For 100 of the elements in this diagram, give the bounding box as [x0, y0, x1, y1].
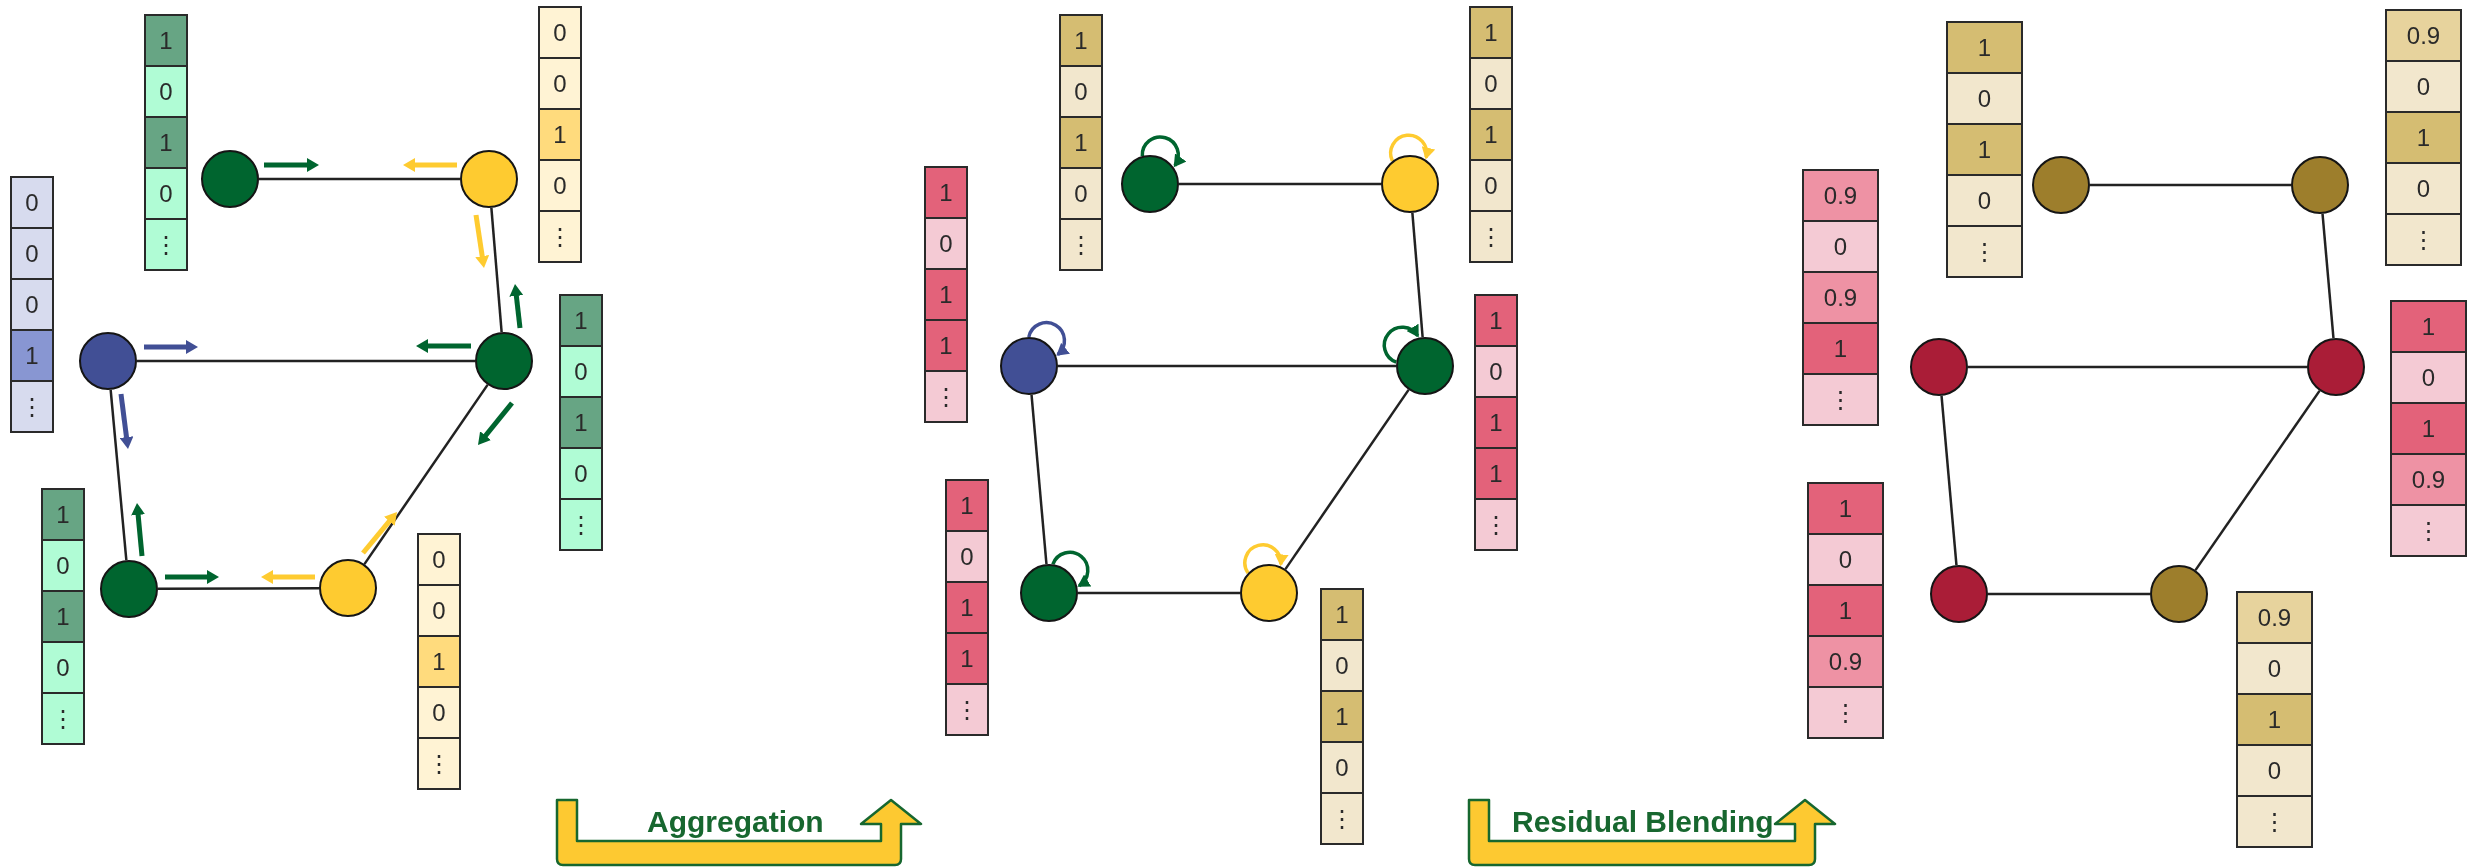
- self-loop-arrow: [1243, 543, 1288, 574]
- vector-cell: 1: [1474, 396, 1518, 449]
- vector-cell: 0: [417, 584, 461, 637]
- process-arrow: [1469, 800, 1839, 865]
- vector-cell: 1: [559, 294, 603, 347]
- graph-node: [79, 332, 137, 390]
- vector-cell: ⋮: [1469, 210, 1513, 263]
- graph-node: [2150, 565, 2208, 623]
- vector-cell: 1: [1802, 322, 1879, 375]
- vector-cell: 1: [1946, 123, 2023, 176]
- vector-cell: 0: [559, 345, 603, 398]
- vector-cell: 0: [1946, 174, 2023, 227]
- vector-cell: 0: [538, 6, 582, 59]
- vector-cell: ⋮: [538, 210, 582, 263]
- graph-edge: [1078, 591, 1240, 595]
- vector-cell: 0: [924, 217, 968, 270]
- vector-cell: 0.9: [1807, 635, 1884, 688]
- vector-cell: ⋮: [2390, 504, 2467, 557]
- graph-node: [2032, 156, 2090, 214]
- graph-edge: [2090, 183, 2291, 187]
- vector-cell: ⋮: [2236, 795, 2313, 848]
- vector-cell: 0.9: [2385, 9, 2462, 62]
- graph-node: [460, 150, 518, 208]
- vector-cell: ⋮: [559, 498, 603, 551]
- vector-cell: 1: [41, 488, 85, 541]
- vector-cell: 0: [41, 641, 85, 694]
- vector-cell: 1: [1469, 6, 1513, 59]
- vector-cell: 1: [1474, 447, 1518, 500]
- vector-cell: 1: [2385, 111, 2462, 164]
- graph-edge: [1940, 395, 1958, 566]
- vector-cell: ⋮: [1946, 225, 2023, 278]
- vector-cell: 0: [2236, 642, 2313, 695]
- vector-cell: 0: [1320, 741, 1364, 794]
- vector-cell: 1: [1946, 21, 2023, 74]
- graph-edge: [490, 207, 503, 333]
- vector-cell: ⋮: [144, 218, 188, 271]
- vector-cell: ⋮: [2385, 213, 2462, 266]
- self-loop-arrow: [1027, 320, 1070, 356]
- vector-cell: 0: [1807, 533, 1884, 586]
- vector-cell: 0: [2390, 351, 2467, 404]
- vector-cell: 0: [1469, 159, 1513, 212]
- graph-edge: [1968, 365, 2307, 369]
- self-loop-arrow: [1388, 133, 1435, 162]
- graph-node: [1240, 564, 1298, 622]
- graph-edge: [137, 359, 475, 363]
- vector-cell: 0: [2385, 162, 2462, 215]
- vector-cell: 0: [1059, 167, 1103, 220]
- vector-cell: 1: [945, 632, 989, 685]
- vector-cell: 0: [945, 530, 989, 583]
- vector-cell: ⋮: [1320, 792, 1364, 845]
- vector-cell: 1: [1059, 116, 1103, 169]
- self-loop-arrow: [1382, 323, 1420, 364]
- vector-cell: 1: [1474, 294, 1518, 347]
- vector-cell: 0.9: [1802, 271, 1879, 324]
- vector-cell: 1: [144, 14, 188, 67]
- vector-cell: 0.9: [1802, 169, 1879, 222]
- self-loop-arrow: [1051, 550, 1092, 588]
- vector-cell: 0.9: [2236, 591, 2313, 644]
- graph-edge: [2194, 390, 2321, 571]
- vector-cell: 0: [1474, 345, 1518, 398]
- vector-cell: 0: [2236, 744, 2313, 797]
- vector-cell: 0: [1802, 220, 1879, 273]
- graph-edge: [1988, 592, 2150, 596]
- vector-cell: 1: [945, 581, 989, 634]
- vector-cell: 0: [1320, 639, 1364, 692]
- vector-cell: ⋮: [1807, 686, 1884, 739]
- vector-cell: 1: [1059, 14, 1103, 67]
- graph-edge: [1411, 212, 1424, 338]
- vector-cell: 1: [2390, 300, 2467, 353]
- vector-cell: 1: [559, 396, 603, 449]
- graph-node: [1396, 337, 1454, 395]
- vector-cell: ⋮: [41, 692, 85, 745]
- vector-cell: 0: [2385, 60, 2462, 113]
- graph-edge: [1058, 364, 1396, 368]
- vector-cell: 1: [144, 116, 188, 169]
- vector-cell: 0: [417, 686, 461, 739]
- vector-cell: ⋮: [924, 370, 968, 423]
- graph-edge: [1179, 182, 1381, 186]
- graph-node: [1381, 155, 1439, 213]
- vector-cell: 1: [924, 166, 968, 219]
- vector-cell: 0: [10, 278, 54, 331]
- vector-cell: 1: [1320, 690, 1364, 743]
- graph-node: [475, 332, 533, 390]
- vector-cell: 0: [10, 227, 54, 280]
- graph-node: [1000, 337, 1058, 395]
- graph-edge: [158, 586, 319, 591]
- vector-cell: 0: [1469, 57, 1513, 110]
- graph-node: [1121, 155, 1179, 213]
- graph-edge: [1030, 394, 1048, 565]
- graph-node: [1020, 564, 1078, 622]
- vector-cell: 1: [1469, 108, 1513, 161]
- graph-node: [1910, 338, 1968, 396]
- graph-node: [2307, 338, 2365, 396]
- vector-cell: 1: [41, 590, 85, 643]
- vector-cell: ⋮: [1474, 498, 1518, 551]
- graph-edge: [259, 177, 460, 181]
- vector-cell: 1: [1807, 482, 1884, 535]
- vector-cell: 0: [41, 539, 85, 592]
- vector-cell: 0: [1946, 72, 2023, 125]
- vector-cell: ⋮: [10, 380, 54, 433]
